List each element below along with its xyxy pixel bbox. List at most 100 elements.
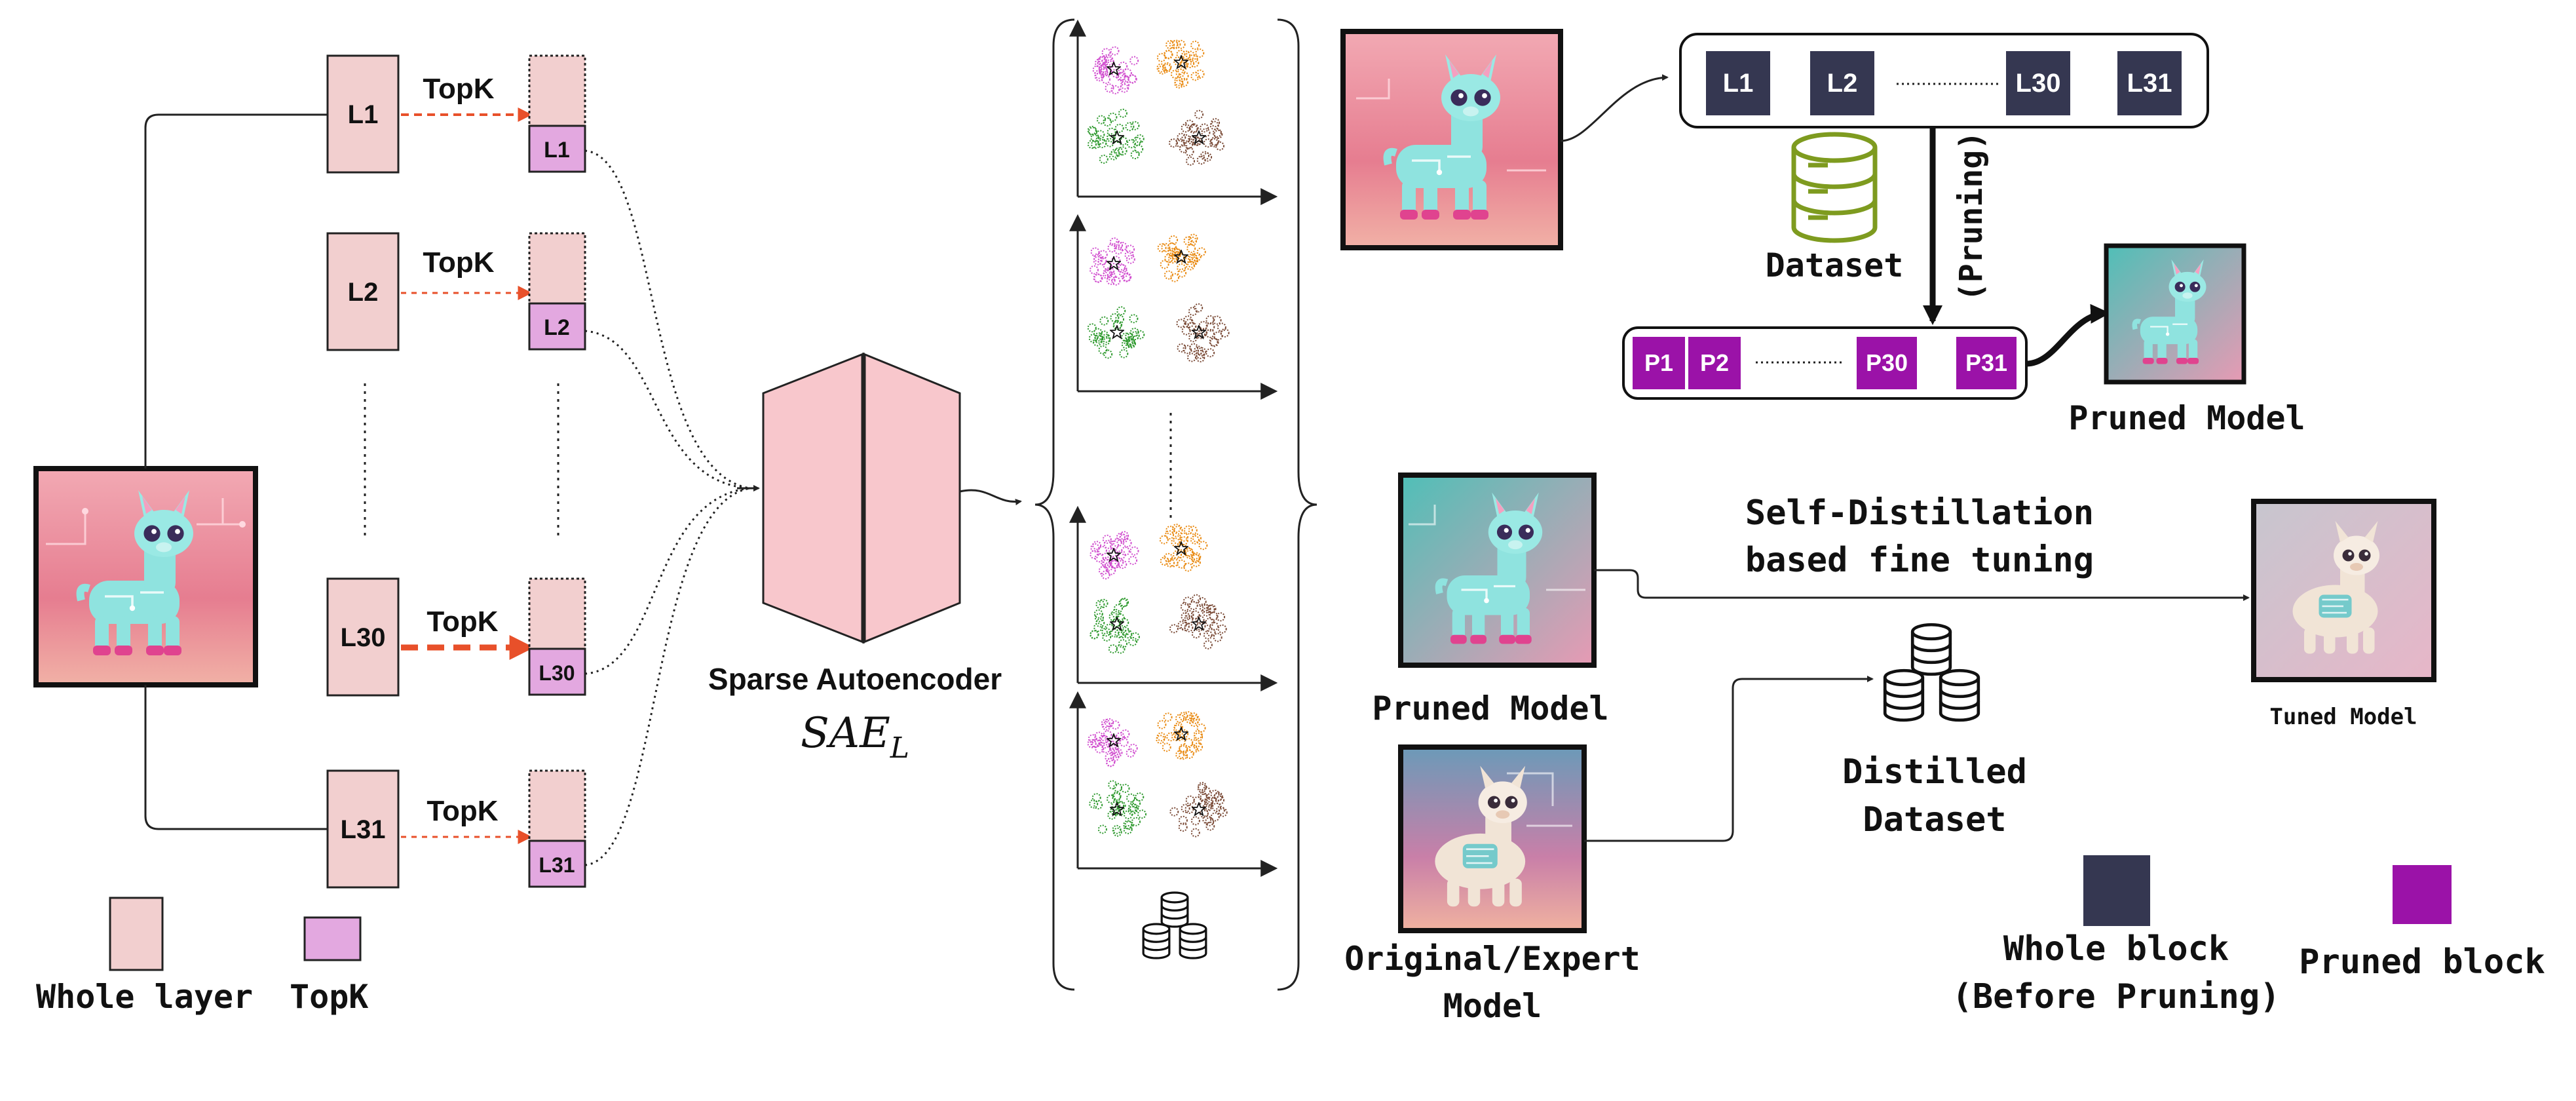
cluster-point [1111, 276, 1121, 286]
cluster-point [1191, 558, 1201, 568]
pruned-model-label-bottom: Pruned Model [1372, 689, 1608, 727]
cluster-point [1175, 750, 1185, 760]
topk-block-l1-label: L1 [544, 138, 570, 163]
layer-l31-label: L31 [341, 815, 386, 844]
cluster-point [1198, 791, 1207, 801]
cluster-point [1202, 607, 1211, 617]
cluster-point [1091, 140, 1101, 149]
cluster-point [1093, 623, 1103, 632]
cluster-point [1217, 322, 1226, 332]
cluster-point [1116, 72, 1126, 82]
legend-whole-block-line2: (Before Pruning) [1952, 977, 2281, 1016]
cluster-point [1095, 135, 1105, 145]
cluster-point [1188, 526, 1198, 535]
cluster-point [1206, 627, 1216, 637]
cluster-point [1189, 343, 1199, 353]
sae-name: Sparse Autoencoder [708, 662, 1002, 696]
cluster-point [1199, 809, 1209, 819]
cluster-plot [1069, 214, 1278, 400]
cluster-point [1127, 805, 1137, 815]
cluster-point [1118, 598, 1128, 608]
cluster-point [1097, 546, 1107, 555]
cluster-point [1134, 144, 1144, 154]
cluster-plot [1069, 19, 1278, 205]
cluster-point [1178, 745, 1188, 755]
cluster-point [1218, 807, 1228, 817]
cluster-point [1118, 264, 1127, 273]
cluster-point [1184, 140, 1194, 149]
cluster-point [1205, 817, 1215, 826]
cluster-point [1190, 58, 1200, 68]
distillation-arrow [1594, 569, 2250, 601]
cluster-point [1210, 812, 1220, 822]
block-l2-label: L2 [1827, 69, 1858, 98]
cluster-point [1115, 807, 1124, 817]
model-to-blocks-arrow [1560, 74, 1669, 142]
cluster-point [1188, 600, 1198, 610]
cluster-point [1114, 147, 1124, 157]
cluster-point [1158, 65, 1167, 75]
topk-block-l31: L31 [528, 769, 586, 888]
cluster-point [1169, 807, 1179, 817]
cluster-point [1088, 126, 1098, 136]
cluster-point [1198, 541, 1208, 550]
cluster-point [1192, 252, 1202, 261]
dataset-label: Dataset [1766, 246, 1904, 284]
cluster-point [1184, 804, 1194, 814]
cluster-point [1167, 254, 1177, 264]
cluster-point [1118, 560, 1127, 570]
cluster-point [1215, 805, 1225, 815]
cluster-point [1101, 75, 1110, 85]
cluster-point [1179, 750, 1188, 760]
topk-column: L1 L2 L30 L31 [528, 54, 586, 888]
cluster-point [1091, 739, 1101, 748]
cluster-point [1112, 792, 1122, 802]
cluster-point [1181, 326, 1191, 336]
cluster-point [1212, 315, 1222, 325]
cluster-point [1194, 109, 1204, 119]
cluster-point [1105, 752, 1114, 762]
cluster-point [1180, 622, 1190, 631]
cluster-point [1089, 265, 1099, 275]
cluster-point [1188, 307, 1198, 316]
cluster-point [1103, 267, 1112, 277]
cluster-point [1188, 237, 1198, 246]
cluster-point [1120, 729, 1130, 739]
cluster-point [1203, 152, 1213, 162]
cluster-point [1095, 130, 1105, 140]
cluster-point [1173, 722, 1183, 732]
cluster-point [1195, 69, 1205, 79]
pruned-model-image-small [2104, 243, 2246, 385]
cluster-point [1093, 609, 1103, 619]
cluster-point [1197, 597, 1207, 606]
cluster-point [1108, 548, 1118, 558]
cluster-point [1167, 242, 1177, 252]
cluster-point [1169, 40, 1179, 50]
cluster-point [1123, 824, 1133, 834]
legend-right: Whole block (Before Pruning) Pruned bloc… [1952, 855, 2545, 1016]
cluster-point [1110, 46, 1120, 56]
cluster-point [1112, 134, 1122, 143]
cluster-point [1101, 48, 1111, 58]
input-llama-image [33, 466, 258, 687]
cluster-point [1123, 629, 1133, 639]
cluster-point [1178, 815, 1188, 825]
cluster-point [1112, 827, 1122, 837]
cluster-point [1095, 58, 1104, 68]
cluster-point [1156, 52, 1166, 62]
cluster-point [1210, 789, 1220, 799]
cluster-point [1167, 248, 1177, 258]
cluster-point [1160, 260, 1169, 269]
legend-whole-layer: Whole layer [36, 978, 253, 1016]
cluster-point [1108, 112, 1118, 122]
original-model-label-line2: Model [1443, 987, 1542, 1025]
cluster-point [1202, 815, 1212, 824]
cluster-point [1189, 718, 1199, 727]
cluster-point [1118, 242, 1127, 251]
cluster-point [1215, 141, 1224, 151]
cluster-point [1137, 809, 1146, 819]
cluster-point [1114, 123, 1124, 133]
cluster-point [1111, 68, 1121, 78]
cluster-point [1186, 261, 1195, 271]
cluster-point [1159, 535, 1169, 545]
